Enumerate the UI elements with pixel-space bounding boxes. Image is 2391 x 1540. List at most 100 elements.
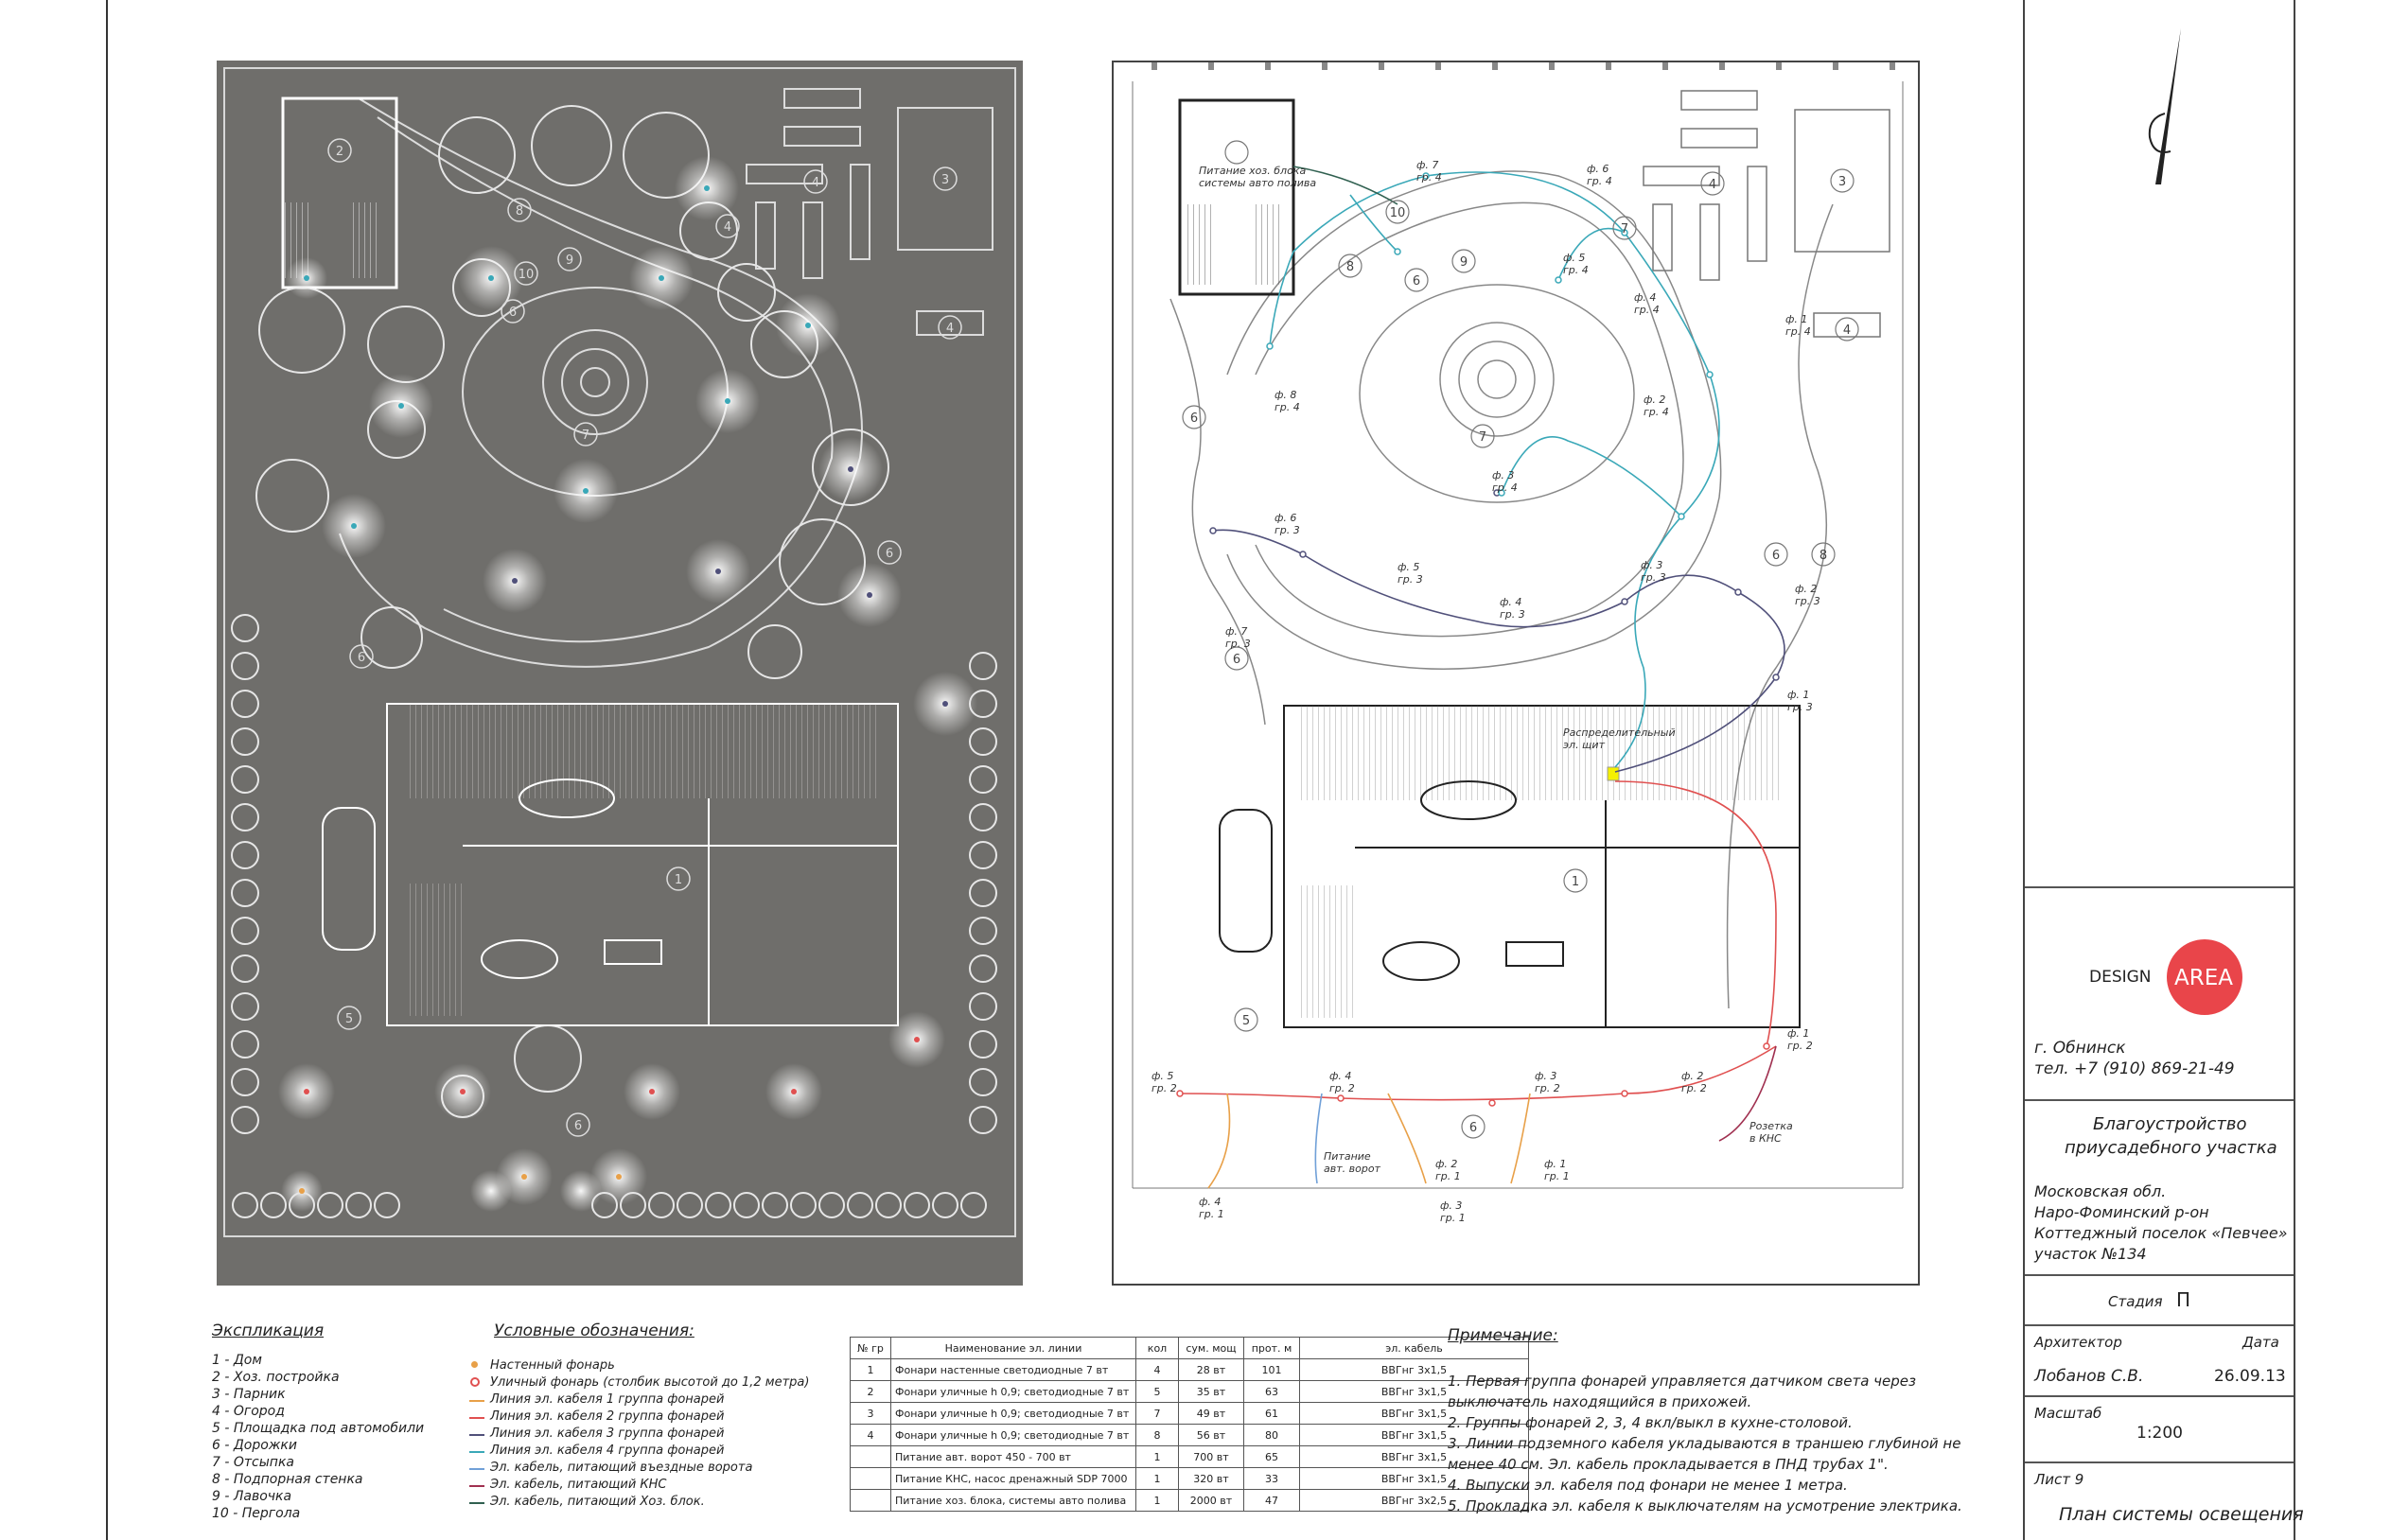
table-row: 1 Фонари настенные светодиодные 7 вт 4 2… <box>850 1358 1529 1381</box>
legend-label: Настенный фонарь <box>490 1358 615 1373</box>
cable-plan-drawing: 3 4 4 6 7 9 10 7 6 6 1 5 6 8 6 8 Питание… <box>1132 62 1904 1224</box>
lamp-label: ф. 2 <box>1681 1070 1703 1082</box>
table-cell: ВВГнг 3х1,5 <box>1299 1467 1529 1490</box>
legend-item-group1: Линия эл. кабеля 1 группа фонарей <box>469 1392 724 1407</box>
lamp-label: ф. 3 <box>1535 1070 1556 1082</box>
table-cell: 8 <box>1135 1424 1179 1446</box>
explication-item: 10 - Пергола <box>212 1506 301 1521</box>
lamp-label: ф. 2 <box>1644 394 1665 406</box>
lamp-label: ф. 8 <box>1275 389 1296 401</box>
table-cell: 35 вт <box>1178 1380 1244 1403</box>
table-cell: ВВГнг 3х1,5 <box>1299 1402 1529 1425</box>
table-header: эл. кабель <box>1299 1337 1529 1359</box>
zone-number: 8 <box>1820 549 1827 563</box>
lamp-label: гр. 4 <box>1644 406 1669 418</box>
architect-label: Архитектор <box>2034 1334 2122 1351</box>
table-cell: Фонари настенные светодиодные 7 вт <box>890 1358 1136 1381</box>
zone-number: 9 <box>1460 255 1468 270</box>
zone-number: 2 <box>336 145 343 159</box>
lamp-label: ф. 6 <box>1275 512 1296 524</box>
date-label: Дата <box>2242 1334 2279 1351</box>
lamp-label: гр. 2 <box>1152 1082 1177 1094</box>
table-cell: 61 <box>1243 1402 1300 1425</box>
legend-item-street-lamp: Уличный фонарь (столбик высотой до 1,2 м… <box>470 1375 809 1390</box>
zone-number: 6 <box>1190 411 1198 426</box>
north-arrow-icon <box>2148 28 2181 184</box>
table-cell: 320 вт <box>1178 1467 1244 1490</box>
lamp-label: ф. 1 <box>1787 689 1809 701</box>
address-line: Наро-Фоминский р-он <box>2034 1203 2209 1221</box>
table-cell: 2000 вт <box>1178 1489 1244 1512</box>
table-row: Питание авт. ворот 450 - 700 вт 1 700 вт… <box>850 1445 1529 1468</box>
table-cell: 1 <box>1135 1467 1179 1490</box>
line-swatch <box>469 1502 484 1504</box>
table-cell: 700 вт <box>1178 1445 1244 1468</box>
table-cell: Фонари уличные h 0,9; светодиодные 7 вт <box>890 1424 1136 1446</box>
street-lamp-icon <box>470 1377 480 1387</box>
zone-number: 7 <box>582 429 589 443</box>
architect-name: Лобанов С.В. <box>2034 1367 2144 1386</box>
table-cell: ВВГнг 3х1,5 <box>1299 1424 1529 1446</box>
zone-number: 3 <box>1838 175 1846 189</box>
zone-number: 10 <box>519 268 535 282</box>
line-swatch <box>469 1417 484 1419</box>
gate-power-label: авт. ворот <box>1324 1163 1381 1175</box>
zone-number: 4 <box>1709 178 1716 192</box>
zone-number: 8 <box>1346 260 1354 274</box>
lamp-label: ф. 3 <box>1440 1199 1462 1212</box>
table-header: № гр <box>850 1337 891 1359</box>
lamp-label: ф. 4 <box>1329 1070 1351 1082</box>
table-header: прот. м <box>1243 1337 1300 1359</box>
table-cell: 2 <box>850 1380 891 1403</box>
phone: тел. +7 (910) 869-21-49 <box>2034 1059 2235 1078</box>
stage-value: П <box>2176 1288 2191 1311</box>
lamp-label: гр. 4 <box>1492 481 1518 494</box>
lamp-label: ф. 4 <box>1634 291 1656 304</box>
zone-number: 6 <box>1772 549 1780 563</box>
lamp-label: гр. 3 <box>1398 573 1423 586</box>
cable-routing-plan: 3 4 4 6 7 9 10 7 6 6 1 5 6 8 6 8 Питание… <box>1112 61 1920 1286</box>
legend-item-group2: Линия эл. кабеля 2 группа фонарей <box>469 1409 724 1424</box>
explication-item: 9 - Лавочка <box>212 1489 292 1504</box>
hoz-power-label: системы авто полива <box>1199 177 1316 189</box>
note-line: менее 40 см. Эл. кабель прокладывается в… <box>1448 1456 1889 1473</box>
lamp-label: гр. 1 <box>1544 1170 1570 1182</box>
note-line: 3. Линии подземного кабеля укладываются … <box>1448 1435 1961 1452</box>
lamp-label: ф. 2 <box>1795 583 1817 595</box>
zone-number: 6 <box>574 1119 582 1133</box>
note-line: 1. Первая группа фонарей управляется дат… <box>1448 1373 1916 1390</box>
note-line: выключатель находящийся в прихожей. <box>1448 1393 1752 1410</box>
table-cell: Фонари уличные h 0,9; светодиодные 7 вт <box>890 1380 1136 1403</box>
explication-item: 1 - Дом <box>212 1353 262 1368</box>
line-swatch <box>469 1485 484 1487</box>
table-row: Питание КНС, насос дренажный SDP 7000 1 … <box>850 1467 1529 1490</box>
legend-item-wall-lamp: Настенный фонарь <box>471 1358 615 1373</box>
lamp-label: гр. 4 <box>1416 171 1442 184</box>
zone-number: 6 <box>509 306 517 320</box>
zone-number: 5 <box>1242 1014 1250 1028</box>
zone-number: 7 <box>1479 430 1486 445</box>
lamp-label: ф. 3 <box>1492 469 1514 481</box>
sheet-border <box>106 0 108 1540</box>
gate-power-label: Питание <box>1324 1150 1371 1163</box>
explication-title: Экспликация <box>212 1321 325 1340</box>
scale-label: Масштаб <box>2034 1405 2102 1422</box>
lamp-label: гр. 4 <box>1634 304 1660 316</box>
zone-number: 6 <box>886 547 893 561</box>
lamp-label: гр. 3 <box>1787 701 1813 713</box>
logo-circle <box>2167 939 2242 1015</box>
table-cell: 49 вт <box>1178 1402 1244 1425</box>
table-cell <box>850 1467 891 1490</box>
lamp-label: гр. 3 <box>1225 638 1251 650</box>
lamp-label: ф. 4 <box>1199 1196 1221 1208</box>
project-title: приусадебного участка <box>2065 1138 2277 1158</box>
zone-number: 4 <box>724 220 731 235</box>
explication-item: 8 - Подпорная стенка <box>212 1472 363 1487</box>
table-cell: 47 <box>1243 1489 1300 1512</box>
table-cell: Питание хоз. блока, системы авто полива <box>890 1489 1136 1512</box>
lamp-label: ф. 1 <box>1785 313 1807 325</box>
zone-number: 1 <box>1572 875 1579 889</box>
lamp-label: гр. 4 <box>1275 401 1300 413</box>
zone-number: 4 <box>1843 324 1851 338</box>
note-line: 4. Выпуски эл. кабеля под фонари не мене… <box>1448 1477 1848 1494</box>
